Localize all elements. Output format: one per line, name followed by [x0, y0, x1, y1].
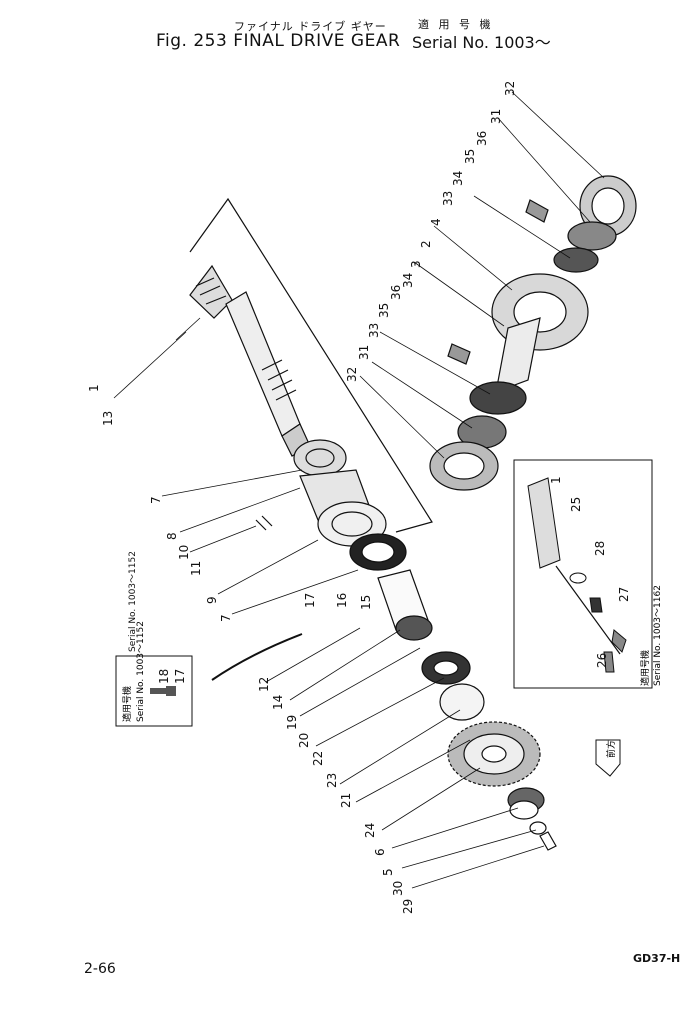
callout-20: 20: [297, 733, 311, 748]
page-number: 2-66: [84, 961, 116, 977]
inset-left: 18 17 適用号機 Serial No. 1003～1152: [115, 621, 193, 727]
lock-plate-upper: [525, 199, 549, 223]
callout-35-top: 35: [463, 149, 477, 164]
callout-7-top: 7: [149, 496, 163, 504]
serial-1152-vertical: Serial No. 1003～1152: [128, 551, 138, 652]
figure-title: Fig. 253 FINAL DRIVE GEAR: [156, 31, 401, 51]
bolt-29: [539, 831, 557, 851]
callout-13: 13: [101, 411, 115, 426]
drive-pinion-shaft: [189, 264, 311, 457]
callout-6: 6: [373, 848, 387, 856]
callout-2: 2: [419, 240, 433, 248]
callout-32-top: 32: [503, 81, 517, 96]
callout-3: 3: [409, 260, 423, 268]
assembly-arrow: [211, 633, 303, 681]
callout-15: 15: [359, 595, 373, 610]
callout-31-top: 31: [489, 109, 503, 124]
callout-35-mid: 35: [377, 303, 391, 318]
nut-33-lower: [469, 381, 527, 415]
inset-left-serial: Serial No. 1003～1152: [136, 621, 146, 722]
callout-14: 14: [271, 695, 285, 710]
inset-right-serial: Serial No. 1003～1162: [653, 585, 663, 686]
callout-11: 11: [189, 561, 203, 576]
callout-7-bottom: 7: [219, 614, 233, 622]
collar-21: [439, 683, 485, 721]
differential-case-2: [495, 317, 541, 393]
callout-19: 19: [285, 715, 299, 730]
callout-24: 24: [363, 823, 377, 838]
inset-left-japanese: 適用号機: [121, 686, 133, 722]
callout-8: 8: [165, 532, 179, 540]
callout-34-mid: 34: [401, 273, 415, 288]
bearing-7-upper: [293, 439, 347, 477]
callout-9: 9: [205, 596, 219, 604]
callout-29: 29: [401, 899, 415, 914]
inset-right-callout-25: 25: [569, 497, 583, 512]
bearing-31-upper: [567, 221, 617, 251]
inset-right-callout-27: 27: [617, 587, 631, 602]
callout-21: 21: [339, 793, 353, 808]
callout-31-mid: 31: [357, 345, 371, 360]
inset-right: 1 25 28 27 26 適用号機 Serial No. 1003～1162: [513, 459, 663, 689]
nut-33-upper: [553, 247, 599, 273]
washer-30: [529, 821, 547, 835]
inset-shaft-1: [527, 477, 561, 569]
callout-23: 23: [325, 773, 339, 788]
model-code: GD37-H: [633, 952, 681, 965]
inset-right-callout-28: 28: [593, 541, 607, 556]
callout-12: 12: [257, 677, 271, 692]
callout-33-mid: 33: [367, 323, 381, 338]
callout-33-top: 33: [441, 191, 455, 206]
bearing-5: [509, 800, 539, 820]
assembly-bracket: [189, 197, 433, 533]
callout-10: 10: [177, 545, 191, 560]
callout-1: 1: [87, 384, 101, 392]
inset-right-callout-1: 1: [549, 476, 563, 484]
inset-right-callout-26: 26: [595, 653, 609, 668]
callout-32-mid: 32: [345, 367, 359, 382]
callout-34-top: 34: [451, 171, 465, 186]
front-marker: 前方: [595, 739, 621, 777]
inset-left-callout-17: 17: [173, 669, 187, 684]
front-marker-label: 前方: [605, 740, 617, 758]
callout-16: 16: [335, 593, 349, 608]
applicability-serial: Serial No. 1003～: [412, 33, 551, 52]
bolt-10: [255, 515, 273, 531]
callout-17: 17: [303, 593, 317, 608]
gear-14: [395, 615, 433, 641]
callout-30: 30: [391, 881, 405, 896]
callout-5: 5: [381, 868, 395, 876]
callout-4: 4: [429, 218, 443, 226]
callout-36-top: 36: [475, 131, 489, 146]
applicability-japanese: 適 用 号 機: [418, 18, 494, 31]
inset-right-japanese: 適用号機: [639, 650, 651, 686]
inset-left-callout-18: 18: [157, 669, 171, 684]
bolt-17-18-illustration: [150, 686, 176, 696]
callout-36-mid: 36: [389, 285, 403, 300]
lock-plate-lower: [447, 343, 471, 365]
callout-22: 22: [311, 751, 325, 766]
japanese-title: ファイナル ドライブ ギヤー: [234, 20, 387, 33]
